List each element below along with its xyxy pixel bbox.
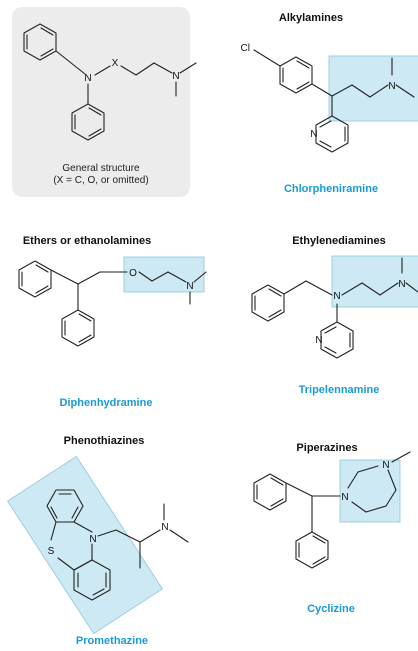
chlorpheniramine-bonds [253,49,415,153]
cyclizine-label: Cyclizine [307,603,355,615]
diphenhydramine-bonds [18,260,207,347]
atom-n-amine: N [388,81,395,92]
piperazines-panel: Piperazines N N Cyclizine [253,442,411,615]
atom-cl: Cl [241,43,250,54]
general-caption-line2: (X = C, O, or omitted) [53,175,148,186]
atom-n2: N [382,460,389,471]
ethylenediamines-highlight [331,255,418,308]
atom-n1: N [341,492,348,503]
atom-s: S [48,546,55,557]
atom-n-pyridine: N [315,335,322,346]
atom-n: N [186,281,193,292]
ethers-title: Ethers or ethanolamines [23,235,151,247]
atom-n: N [84,73,91,84]
alkylamines-title: Alkylamines [279,12,343,24]
atom-n1: N [333,291,340,302]
piperazines-title: Piperazines [296,442,357,454]
general-structure-bonds [23,23,197,141]
phenothiazines-panel: Phenothiazines S [7,435,189,647]
promethazine-label: Promethazine [76,635,148,647]
tripelennamine-label: Tripelennamine [299,384,380,396]
general-structure-panel: N X N General structure (X = C, O, or om… [12,7,197,197]
alkylamines-panel: Alkylamines Cl N N Chlorpheniramine [241,12,418,195]
ethers-panel: Ethers or ethanolamines O N Diphenhydram… [18,235,207,409]
atom-n-amine: N [161,522,168,533]
alkylamines-highlight [328,55,418,122]
atom-n-amine: N [172,71,179,82]
ethylenediamines-panel: Ethylenediamines N N N Tripelennamine [251,235,418,396]
phenothiazines-title: Phenothiazines [64,435,145,447]
diphenhydramine-label: Diphenhydramine [60,397,153,409]
atom-n-pyridine: N [310,129,317,140]
phenothiazines-highlight [7,455,163,635]
panel-background [12,7,190,197]
piperazines-highlight [339,459,401,523]
cyclizine-bonds [253,451,411,569]
tripelennamine-bonds [251,257,418,359]
atom-n-ring: N [89,534,96,545]
atom-n2: N [398,279,405,290]
promethazine-bonds [46,489,189,601]
general-caption-line1: General structure [62,163,140,174]
atom-x: X [112,58,119,69]
atom-o: O [129,268,137,279]
chlorpheniramine-label: Chlorpheniramine [284,183,378,195]
ethylenediamines-title: Ethylenediamines [292,235,386,247]
